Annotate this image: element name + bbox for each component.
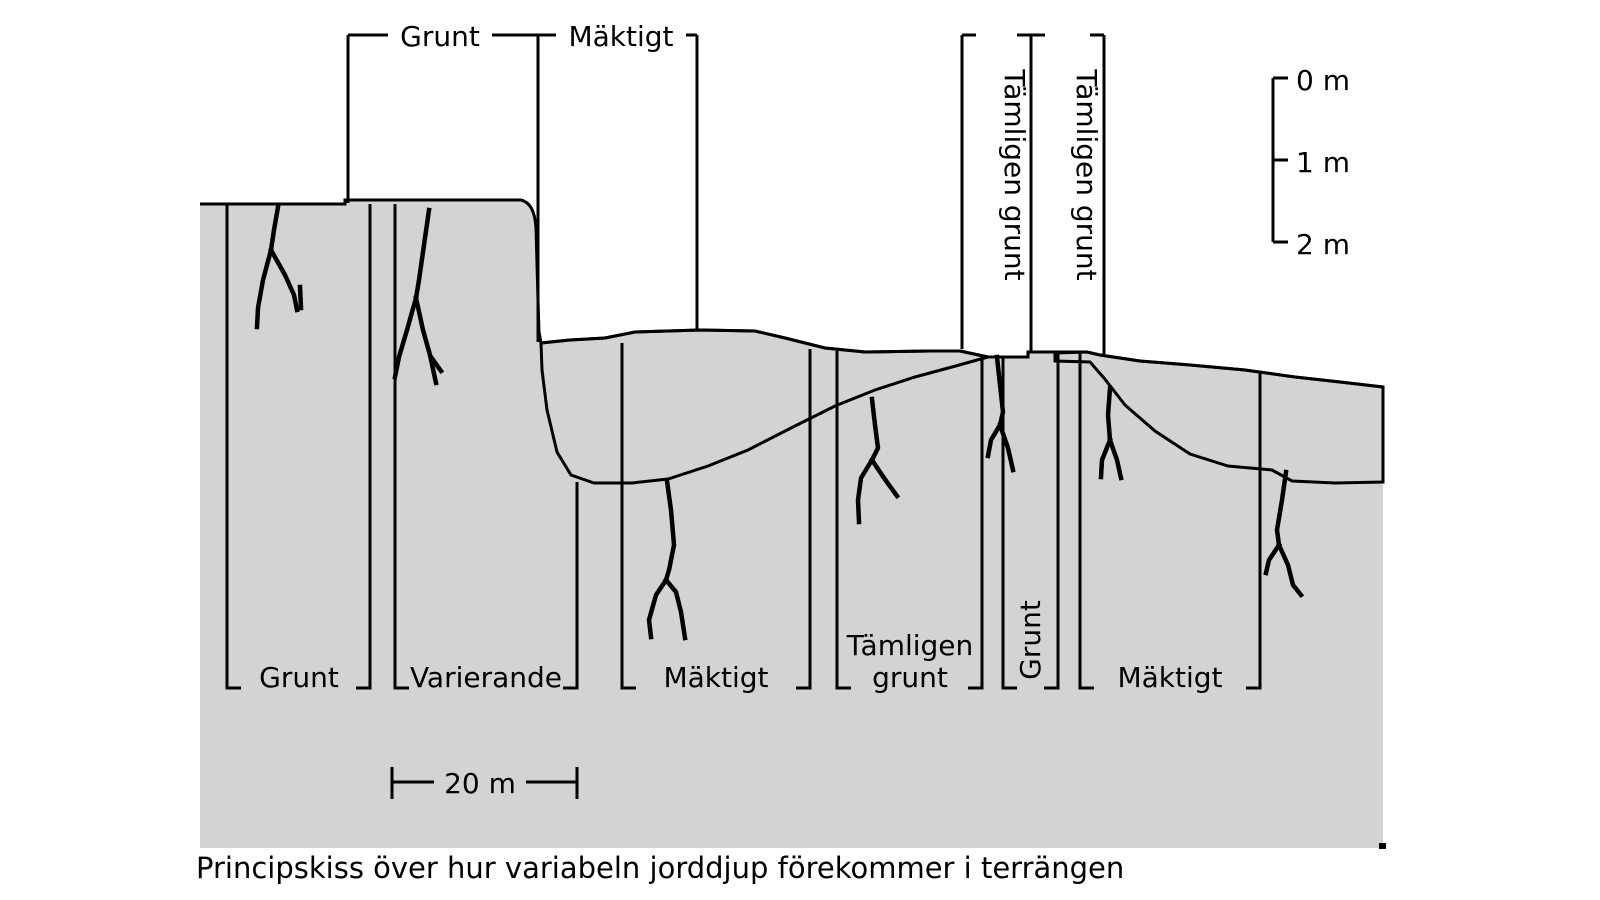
crack-symbol-under-right-basin xyxy=(1263,469,1305,599)
bottom-label-varierande: Varierande xyxy=(410,661,562,694)
scale-bar-20m: 20 m xyxy=(390,764,579,800)
crack-symbol-under-left-basin xyxy=(646,478,688,641)
bottom-bracket-tamligen-grunt: Tämligen grunt xyxy=(835,351,984,694)
depth-scale-0m: 0 m xyxy=(1296,64,1350,97)
scale-bar-label: 20 m xyxy=(444,767,516,800)
top-bracket-tamligen-grunt: Tämligen grunt Tämligen grunt xyxy=(960,33,1106,354)
bottom-bracket-grunt-vertical: Grunt xyxy=(1001,352,1060,690)
bottom-bracket-maktigt: Mäktigt xyxy=(620,343,812,694)
depth-scale: 0 m 1 m 2 m xyxy=(1271,64,1350,261)
bottom-bracket-maktigt-right: Mäktigt xyxy=(1078,352,1262,694)
depth-scale-2m: 2 m xyxy=(1296,228,1350,261)
depth-scale-1m: 1 m xyxy=(1296,146,1350,179)
top-label-maktigt: Mäktigt xyxy=(568,20,673,53)
bottom-label-grunt-vertical: Grunt xyxy=(1014,600,1047,680)
bottom-label-maktigt: Mäktigt xyxy=(663,661,768,694)
top-label-tamligen-grunt-2: Tämligen grunt xyxy=(1070,68,1103,280)
label-chip xyxy=(388,16,492,54)
top-label-tamligen-grunt-1: Tämligen grunt xyxy=(998,68,1031,280)
diagram-caption: Principskiss över hur variabeln jorddjup… xyxy=(196,851,1124,885)
label-chip xyxy=(434,764,526,800)
bottom-label-tamligen: Tämligen xyxy=(846,629,974,662)
crack-symbol-under-slope xyxy=(855,396,901,525)
bottom-bracket-varierande: Varierande xyxy=(393,204,579,694)
crack-symbol-right-hill xyxy=(1098,385,1124,481)
label-chip xyxy=(556,16,686,54)
ground-surface-line xyxy=(200,198,1384,389)
bottom-label-grunt: Grunt xyxy=(259,661,339,694)
bottom-label-tamligen-grunt: grunt xyxy=(872,661,948,694)
crack-symbol-left-plateau-1 xyxy=(254,204,304,330)
top-bracket-grunt-maktigt: Grunt Mäktigt xyxy=(346,16,699,342)
crack-symbol-left-plateau-2 xyxy=(392,207,445,386)
bottom-bracket-grunt: Grunt xyxy=(225,204,372,694)
terrain-corner-mark xyxy=(1379,843,1386,849)
bottom-label-maktigt-right: Mäktigt xyxy=(1117,661,1222,694)
top-label-grunt: Grunt xyxy=(400,20,480,53)
